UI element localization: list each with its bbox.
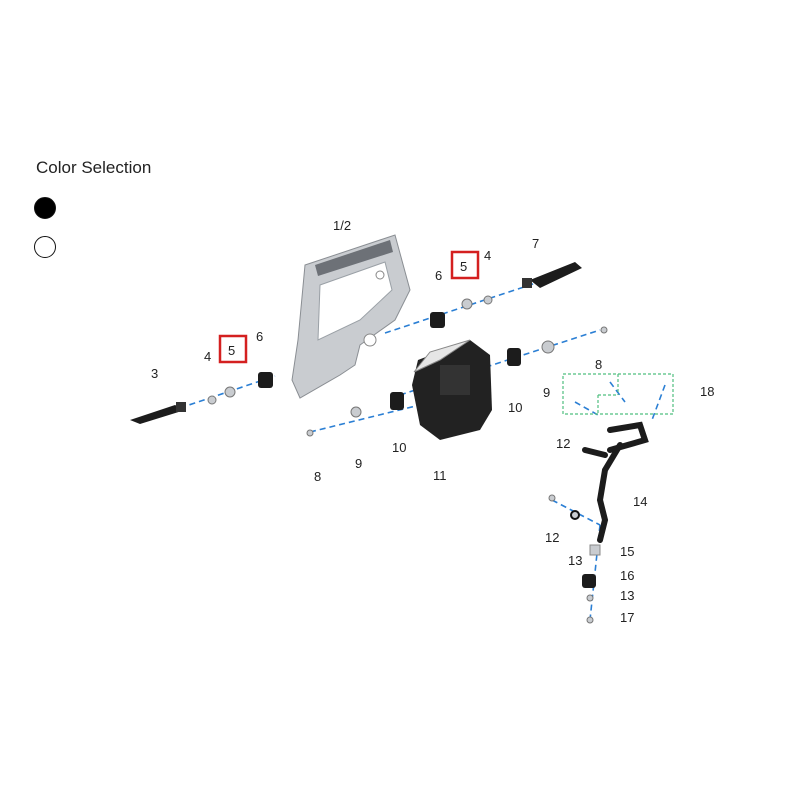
- callout-12: 12: [556, 436, 570, 451]
- callout-9: 9: [355, 456, 362, 471]
- callout-labels: 1/2 7 6 5 4 3 4 5 6 8 9 10 8 9 10 11 18 …: [151, 218, 714, 625]
- callout-14: 14: [633, 494, 647, 509]
- mount-bracket: [582, 421, 649, 543]
- highlight-boxes: [218, 250, 480, 364]
- bracket-plate: [291, 234, 411, 399]
- callout-16: 16: [620, 568, 634, 583]
- callout-9: 9: [543, 385, 550, 400]
- bar-end-right: [522, 262, 582, 288]
- callout-5-highlighted: 5: [228, 343, 235, 358]
- callout-1-2: 1/2: [333, 218, 351, 233]
- callout-6: 6: [256, 329, 263, 344]
- callout-4: 4: [204, 349, 211, 364]
- bar-end-left: [130, 402, 186, 424]
- highlight-box-right: [450, 250, 480, 280]
- callout-3: 3: [151, 366, 158, 381]
- callout-15: 15: [620, 544, 634, 559]
- callout-11: 11: [433, 468, 447, 483]
- callout-13: 13: [568, 553, 582, 568]
- callout-17: 17: [620, 610, 634, 625]
- callout-6: 6: [435, 268, 442, 283]
- callout-10: 10: [508, 400, 522, 415]
- callout-12: 12: [545, 530, 559, 545]
- callout-4: 4: [484, 248, 491, 263]
- callout-7: 7: [532, 236, 539, 251]
- callout-18: 18: [700, 384, 714, 399]
- color-selection-title: Color Selection: [36, 158, 152, 177]
- callout-8: 8: [314, 469, 321, 484]
- lower-hardware: [548, 494, 601, 624]
- instrument-cluster: [412, 339, 492, 440]
- callout-10: 10: [392, 440, 406, 455]
- group-box-18: [562, 373, 674, 415]
- callout-5-highlighted: 5: [460, 259, 467, 274]
- color-swatch-black[interactable]: [34, 197, 56, 219]
- color-swatch-white[interactable]: [34, 236, 56, 258]
- small-parts: [207, 295, 608, 437]
- highlight-box-left: [218, 334, 248, 364]
- callout-8: 8: [595, 357, 602, 372]
- callout-13: 13: [620, 588, 634, 603]
